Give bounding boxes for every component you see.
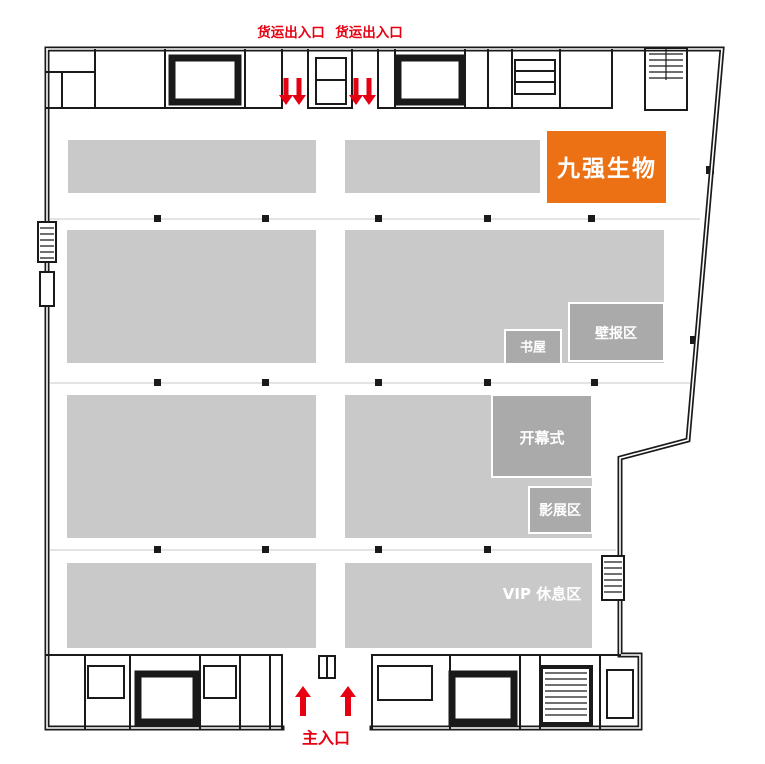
photo-exhibition-label: 影展区 xyxy=(539,503,581,519)
louver-room xyxy=(514,59,556,95)
service-core-bottom-left xyxy=(134,670,200,726)
opening-ceremony-label: 开幕式 xyxy=(519,429,564,447)
main-entrance-arrow-up-icon xyxy=(340,686,356,716)
photo-exhibition-area xyxy=(528,486,593,534)
service-core-left xyxy=(168,54,242,106)
entrance-arrows xyxy=(279,78,376,716)
book-house-area xyxy=(504,329,562,365)
booth-label: 九强生物 xyxy=(556,155,657,182)
opening-ceremony-area xyxy=(491,394,593,478)
bottom-service-band xyxy=(46,654,634,729)
cargo-arrow-down-icon xyxy=(362,78,376,105)
staircase-bottom-right-icon xyxy=(539,665,593,726)
left-wall-fixtures xyxy=(37,221,57,307)
entrance-labels: 货运出入口 货运出入口 主入口 xyxy=(256,24,403,748)
poster-area xyxy=(568,302,665,362)
booth-highlight: 九强生物 xyxy=(547,131,666,203)
cargo-entrance-label-right: 货运出入口 xyxy=(334,24,403,41)
main-entrance-arrow-up-icon xyxy=(295,686,311,716)
right-wall-fixtures xyxy=(601,555,625,601)
top-service-band xyxy=(45,47,688,111)
poster-area-label: 壁报区 xyxy=(595,325,637,342)
cargo-arrow-down-icon xyxy=(279,78,293,105)
hall-row1-mid xyxy=(345,140,540,193)
hall-row4-left xyxy=(67,563,316,648)
hall-row1-left xyxy=(68,140,316,193)
cargo-entrance-label-left: 货运出入口 xyxy=(256,24,325,41)
hall-row3-left xyxy=(67,395,316,538)
cargo-arrow-down-icon xyxy=(349,78,363,105)
cargo-arrow-down-icon xyxy=(292,78,306,105)
service-core-bottom-right xyxy=(448,670,518,726)
main-entrance-label: 主入口 xyxy=(302,729,350,748)
hall-row4-right xyxy=(345,563,592,648)
hall-row2-left xyxy=(67,230,316,363)
labeled-subareas: 书屋 壁报区 开幕式 影展区 VIP 休息区 xyxy=(491,302,665,603)
escalator-icon xyxy=(601,555,625,601)
service-core-right xyxy=(394,54,466,106)
elevator-room xyxy=(606,669,634,719)
book-house-label: 书屋 xyxy=(520,340,546,356)
vip-lounge-label: VIP 休息区 xyxy=(503,585,581,603)
booth-highlight-block xyxy=(547,131,666,203)
